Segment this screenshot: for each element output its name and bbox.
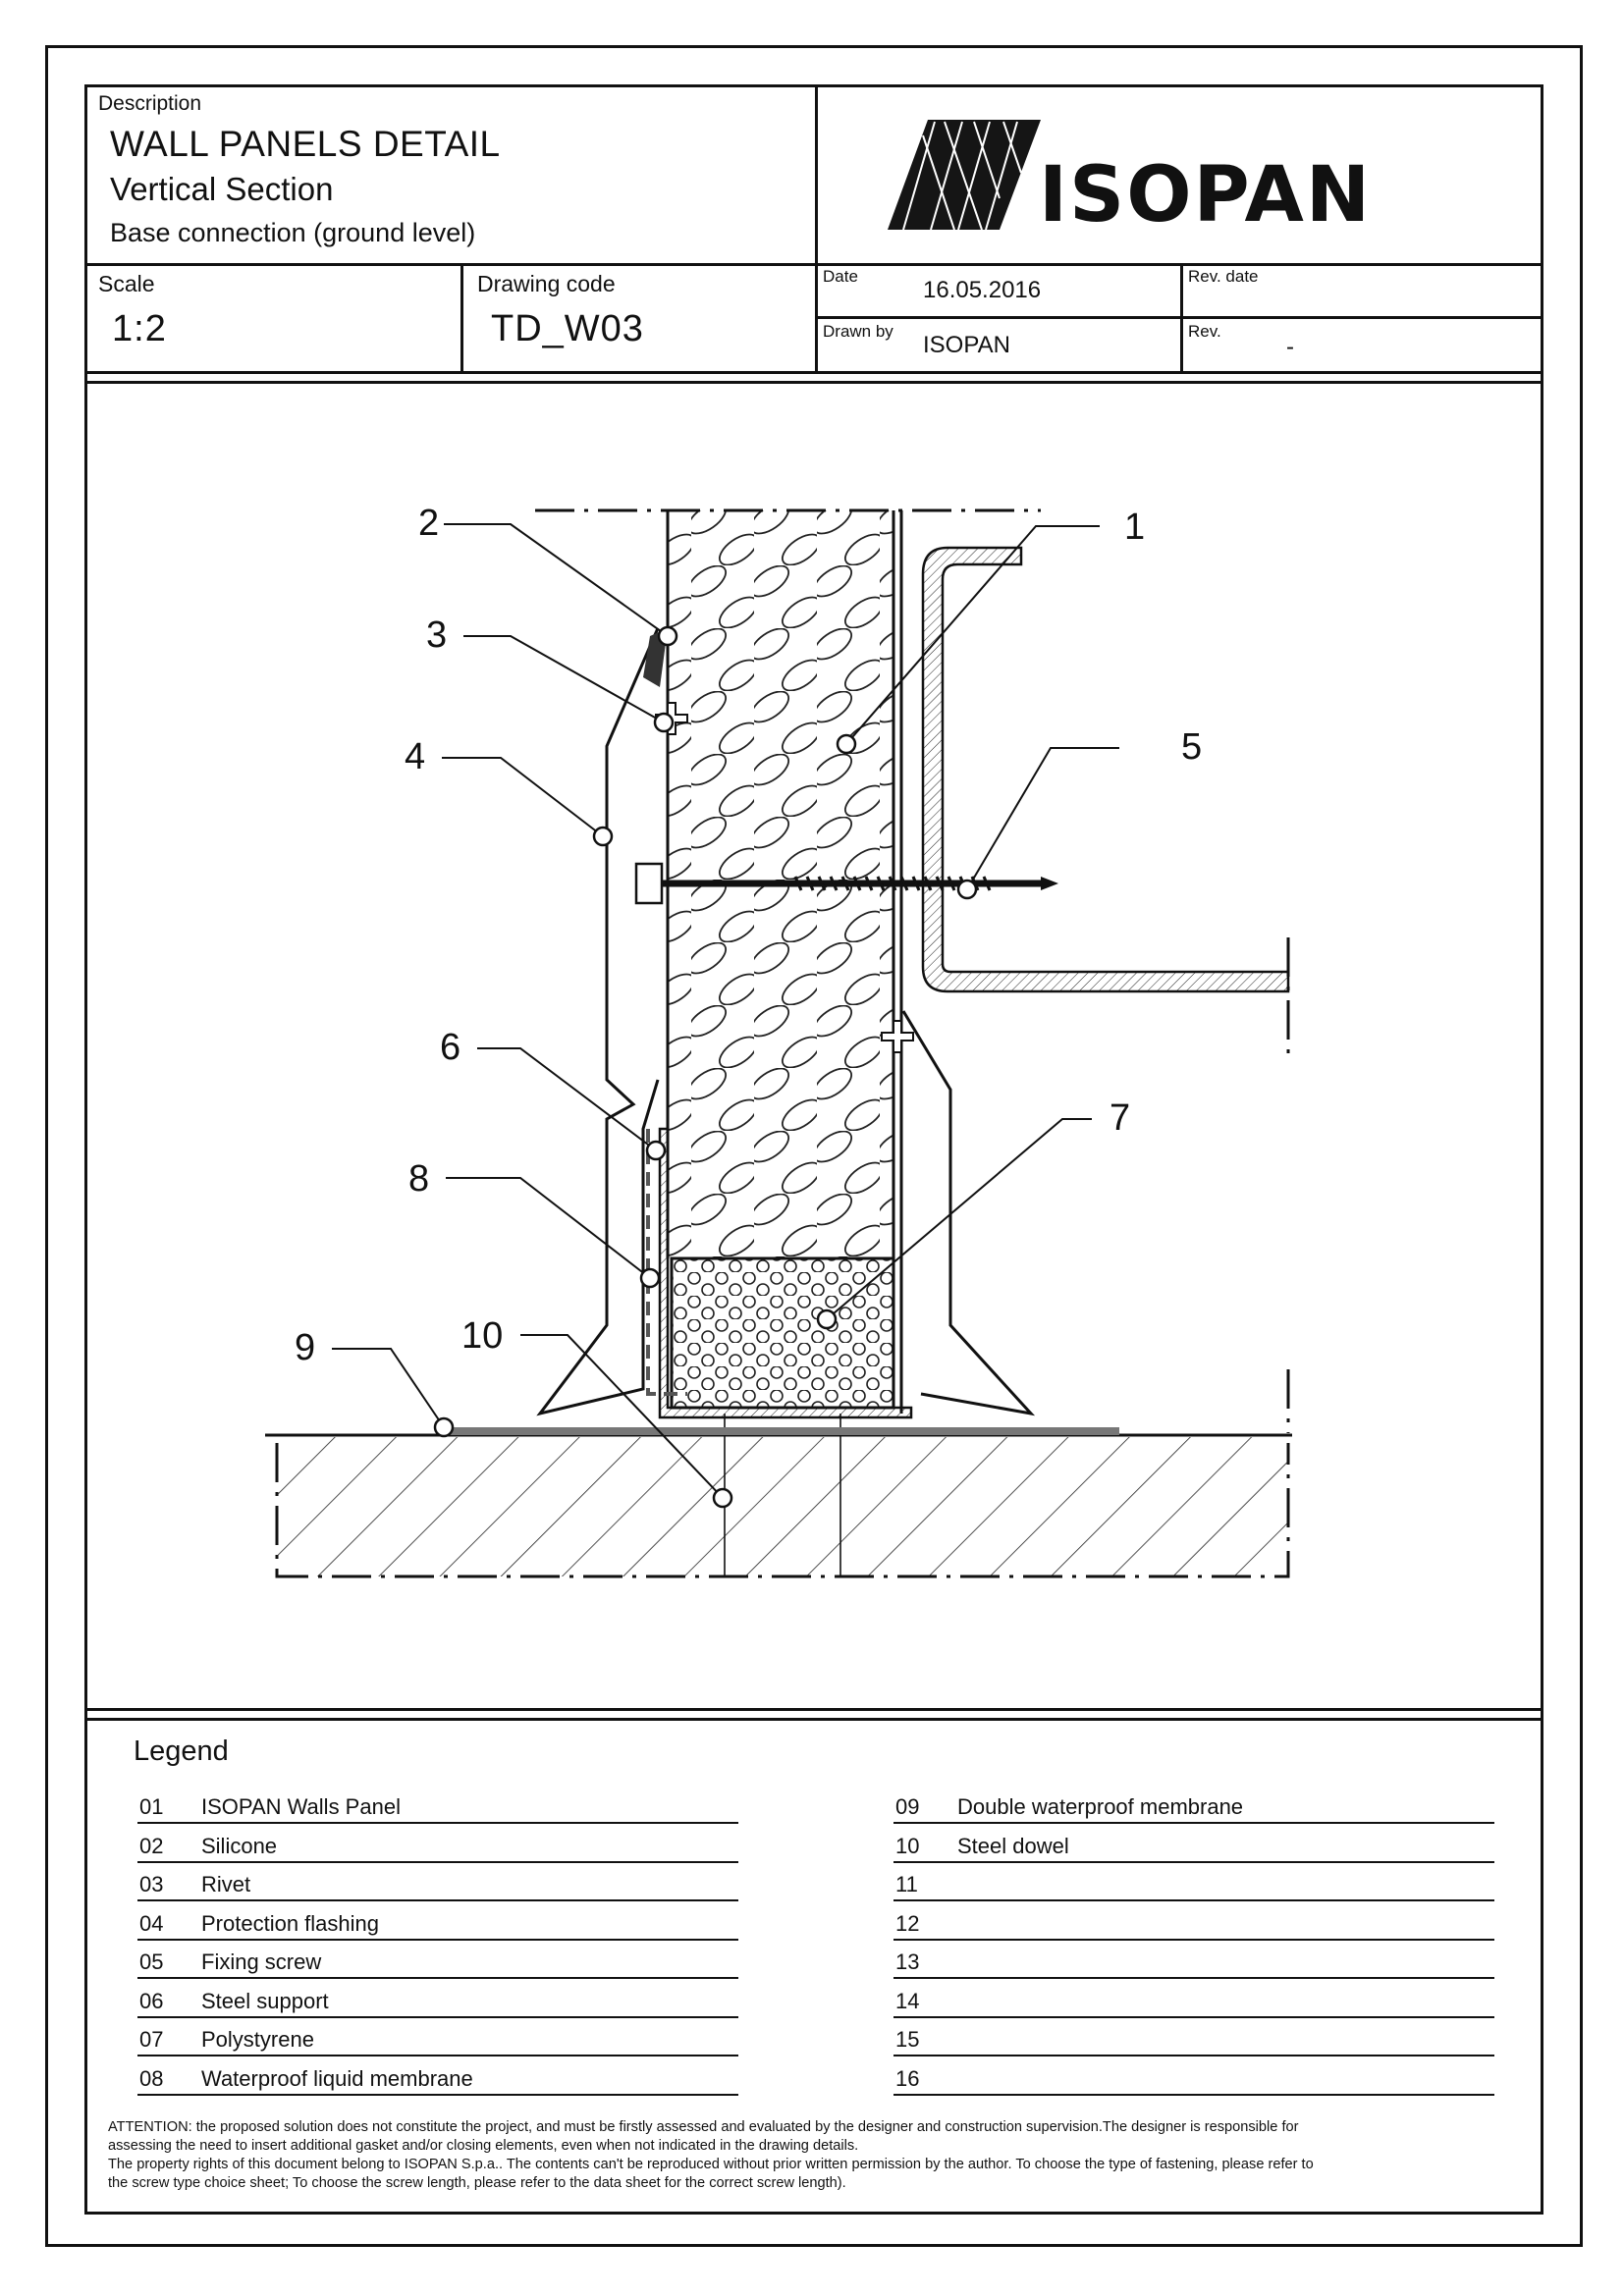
date-value: 16.05.2016: [923, 277, 1042, 303]
page-subtitle: Vertical Section: [110, 171, 334, 207]
callout-8: 8: [408, 1158, 430, 1200]
leader-lines: [332, 523, 1119, 1499]
attention-line-2: assessing the need to insert additional …: [108, 2138, 859, 2154]
drawing-code-value: TD_W03: [491, 308, 644, 349]
attention-line-3: The property rights of this document bel…: [108, 2157, 1314, 2172]
info-divider-2: [1180, 263, 1183, 372]
legend-row: 12: [893, 1909, 1494, 1941]
callout-9: 9: [295, 1327, 316, 1368]
legend-top-rule-2: [84, 1718, 1543, 1721]
callout-2: 2: [418, 503, 440, 544]
drawing-top-rule: [84, 381, 1543, 384]
isopan-logo: ISOPAN: [884, 116, 1370, 240]
attention-line-4: the screw type choice sheet; To choose t…: [108, 2175, 846, 2191]
legend-title: Legend: [134, 1735, 229, 1767]
callout-5: 5: [1181, 726, 1203, 768]
callout-4: 4: [405, 736, 426, 777]
protection-flashing: [536, 627, 660, 1416]
steel-support: [658, 1127, 913, 1419]
legend-row: 14: [893, 1987, 1494, 2018]
callout-6: 6: [440, 1027, 461, 1068]
drawing-code-label: Drawing code: [477, 271, 616, 296]
rev-label: Rev.: [1188, 322, 1221, 341]
title-rule: [84, 263, 1543, 266]
leader-markers: [433, 625, 978, 1509]
callout-10: 10: [461, 1315, 504, 1357]
callout-1: 1: [1124, 507, 1146, 548]
outer-frame: [45, 45, 1583, 2247]
double-membrane: [444, 1427, 1119, 1435]
attention-line-1: ATTENTION: the proposed solution does no…: [108, 2119, 1299, 2135]
legend-row: 15: [893, 2025, 1494, 2056]
legend-row: 16: [893, 2064, 1494, 2096]
drawn-by-value: ISOPAN: [923, 332, 1010, 358]
rev-date-label: Rev. date: [1188, 267, 1259, 286]
inner-flashing: [901, 1010, 1036, 1416]
header-bottom-rule: [84, 371, 1543, 374]
logo-text: ISOPAN: [1039, 151, 1373, 240]
rivet-icon: [881, 1020, 914, 1053]
info-rule: [815, 316, 1543, 319]
legend-row: 11: [893, 1870, 1494, 1901]
page-title: WALL PANELS DETAIL: [110, 124, 501, 164]
steel-beam: [921, 546, 1290, 993]
date-label: Date: [823, 267, 858, 286]
polystyrene-block: [670, 1256, 895, 1410]
info-divider-1: [460, 263, 463, 372]
attention-note: ATTENTION: the proposed solution does no…: [108, 2118, 1522, 2193]
legend-top-rule-1: [84, 1708, 1543, 1711]
drawn-by-label: Drawn by: [823, 322, 893, 341]
concrete-slab: [265, 1414, 1292, 1578]
page-subtitle-2: Base connection (ground level): [110, 218, 476, 247]
rev-value: -: [1286, 334, 1294, 360]
callout-7: 7: [1110, 1097, 1131, 1139]
callout-3: 3: [426, 614, 448, 656]
liquid-membrane: [646, 1129, 687, 1396]
inner-frame: [84, 84, 1543, 2215]
title-divider: [815, 84, 818, 372]
scale-label: Scale: [98, 271, 155, 296]
isopan-logo-mark-icon: [888, 120, 1041, 231]
scale-value: 1:2: [112, 308, 167, 349]
legend-row: 13: [893, 1948, 1494, 1979]
description-label: Description: [98, 92, 202, 115]
